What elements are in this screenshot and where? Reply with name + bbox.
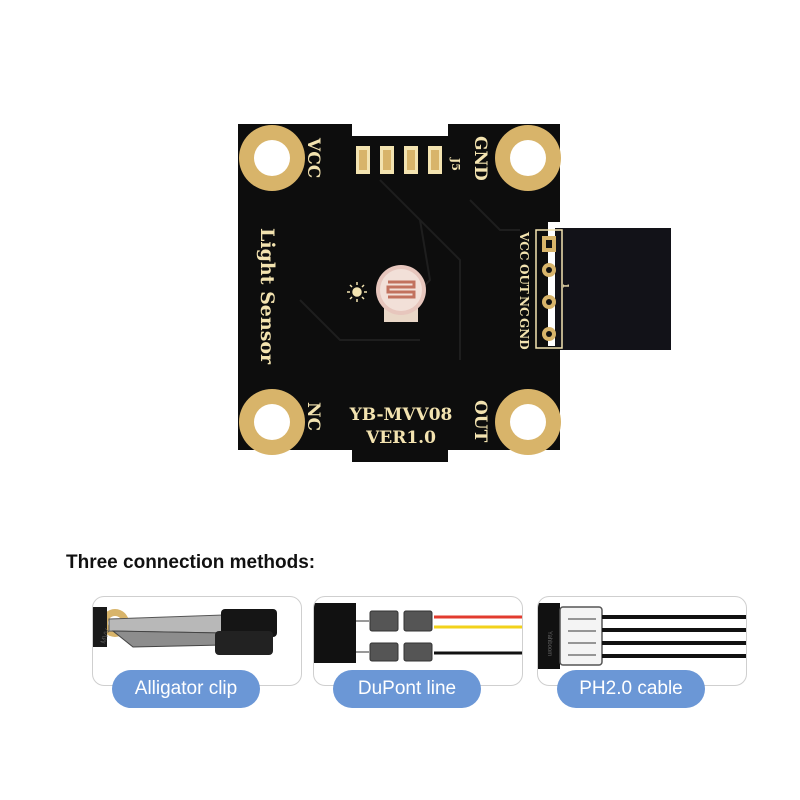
header-pin-label: GND: [517, 318, 531, 350]
header-pins: [535, 229, 563, 349]
method-dupont-line: DuPont line: [313, 594, 523, 712]
method-ph2-cable: Yahboom PH2.0 cable: [537, 594, 747, 712]
header-pin-label: VCC: [517, 231, 531, 260]
connection-methods-heading: Three connection methods:: [66, 552, 316, 573]
mounting-pad-top-left: [239, 125, 305, 191]
dupont-line-label: DuPont line: [333, 670, 481, 708]
pad-label-gnd: GND: [470, 136, 490, 181]
mounting-pad-bottom-right: [495, 389, 561, 455]
pad-label-vcc: VCC: [303, 137, 323, 178]
clip-board-text: MVV: [100, 628, 112, 645]
sun-icon: [347, 282, 367, 302]
method-alligator-clip: MVV Alligator clip: [92, 594, 302, 712]
ph2-ribbon-cable: [555, 228, 671, 350]
pin-one-marker: 1: [561, 283, 571, 289]
board-model: YB-MVV08: [349, 405, 453, 425]
j5-pads: [356, 146, 442, 174]
pad-label-out: OUT: [470, 400, 490, 443]
header-pin-label: NC: [517, 296, 531, 317]
photoresistor: [376, 265, 426, 322]
board-name: Light Sensor: [256, 228, 278, 365]
board-version: VER1.0: [365, 428, 436, 448]
mounting-pad-top-right: [495, 125, 561, 191]
header-pin-label: OUT: [517, 264, 531, 294]
connector-label: J5: [449, 157, 462, 171]
alligator-clip-label: Alligator clip: [112, 670, 260, 708]
ph2-cable-label: PH2.0 cable: [557, 670, 705, 708]
pad-label-nc: NC: [303, 402, 323, 431]
light-sensor-board: J5 VCC GND NC OUT Light Sensor 1 VCC OUT…: [238, 124, 671, 462]
cable-connector-text: Yahboom: [546, 631, 552, 656]
mounting-pad-bottom-left: [239, 389, 305, 455]
